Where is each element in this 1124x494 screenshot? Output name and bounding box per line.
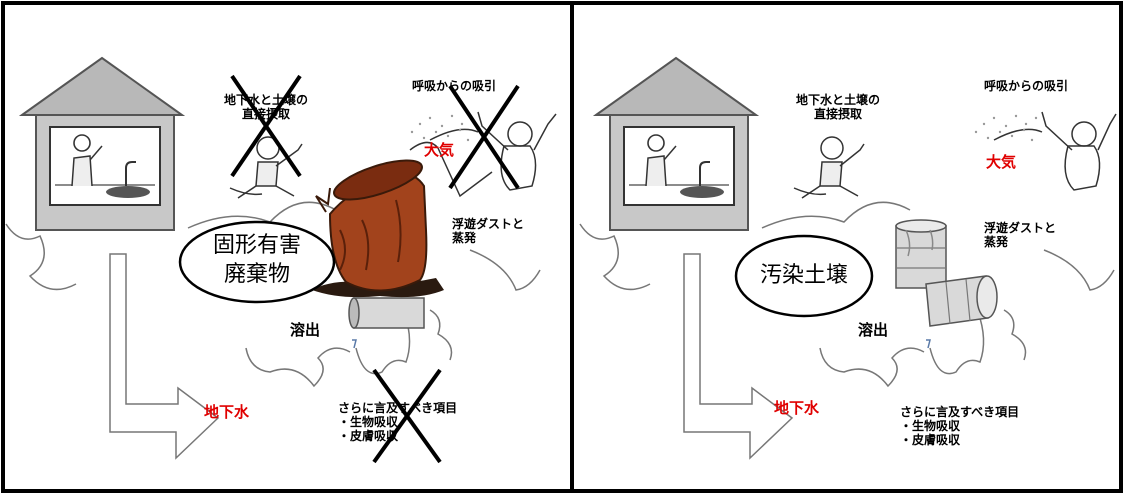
dust-speckles [974,114,1038,142]
dust-evaporation-label: 浮遊ダストと 蒸発 [452,217,525,246]
adult-figure-icon [409,111,557,198]
left-panel: 固形有害 廃棄物 地下水と土壌の 直接摂取 呼吸からの吸引 大気 浮遊ダストと … [5,56,557,464]
dust-line2: 蒸発 [984,234,1009,249]
further-item-bio: ・生物吸収 [338,414,399,429]
cross-mark-inhalation-icon [448,84,520,190]
waste-oval-label: 固形有害 廃棄物 [182,232,332,289]
child-figure-icon [793,136,865,199]
waste-oval [178,220,336,304]
leaching-label: 溶出 [858,321,889,339]
further-item-bio: ・生物吸収 [900,418,961,433]
further-items-title: さらに言及すべき項目 [338,401,458,415]
right-panel-artwork [579,56,1117,460]
dust-speckles [410,114,474,142]
waste-oval-line1: 固形有害 [212,233,301,258]
inhalation-label: 呼吸からの吸引 [984,79,1069,93]
atmosphere-label: 大気 [986,153,1017,171]
further-items-block: さらに言及すべき項目 ・生物吸収 ・皮膚吸収 [900,405,1020,447]
ground-outline [579,201,1115,460]
direct-intake-line1: 地下水と土壌の [795,93,880,107]
direct-intake-line2: 直接摂取 [813,106,862,121]
further-items-title: さらに言及すべき項目 [900,405,1020,419]
left-panel-artwork [5,56,557,464]
adult-figure-icon [993,111,1117,191]
right-panel: 汚染土壌 地下水と土壌の 直接摂取 呼吸からの吸引 大気 浮遊ダストと 蒸発 溶… [574,0,1124,494]
steel-drum-icon [348,297,425,349]
drum-tipped-icon [925,275,998,349]
atmosphere-label: 大気 [424,141,455,159]
further-item-skin: ・皮膚吸収 [338,428,399,443]
dust-line1: 浮遊ダストと [452,217,525,231]
direct-intake-line1: 地下水と土壌の [223,93,308,107]
further-items-block: さらに言及すべき項目 ・生物吸収 ・皮膚吸収 [338,401,458,443]
drum-upright-icon [895,219,947,289]
dust-evaporation-label: 浮遊ダストと 蒸発 [984,221,1057,250]
direct-intake-line2: 直接摂取 [241,106,290,121]
child-figure-icon [229,136,303,199]
soil-oval-label: 汚染土壌 [759,263,848,288]
direct-intake-label: 地下水と土壌の 直接摂取 [210,93,322,122]
rusty-drum-icon [312,159,444,298]
direct-intake-label: 地下水と土壌の 直接摂取 [782,93,894,122]
house-icon [592,56,760,231]
waste-oval-line2: 廃棄物 [223,261,290,287]
house-icon [18,56,186,231]
leaching-label: 溶出 [290,321,321,339]
soil-oval [734,234,874,318]
cross-mark-further-items-icon [372,368,442,464]
dust-line2: 蒸発 [452,230,477,245]
inhalation-label: 呼吸からの吸引 [412,79,497,93]
further-item-skin: ・皮膚吸収 [900,432,961,447]
dust-line1: 浮遊ダストと [984,221,1057,235]
groundwater-label: 地下水 [204,403,250,421]
groundwater-label: 地下水 [774,399,820,417]
cross-mark-direct-intake-icon [230,74,302,178]
